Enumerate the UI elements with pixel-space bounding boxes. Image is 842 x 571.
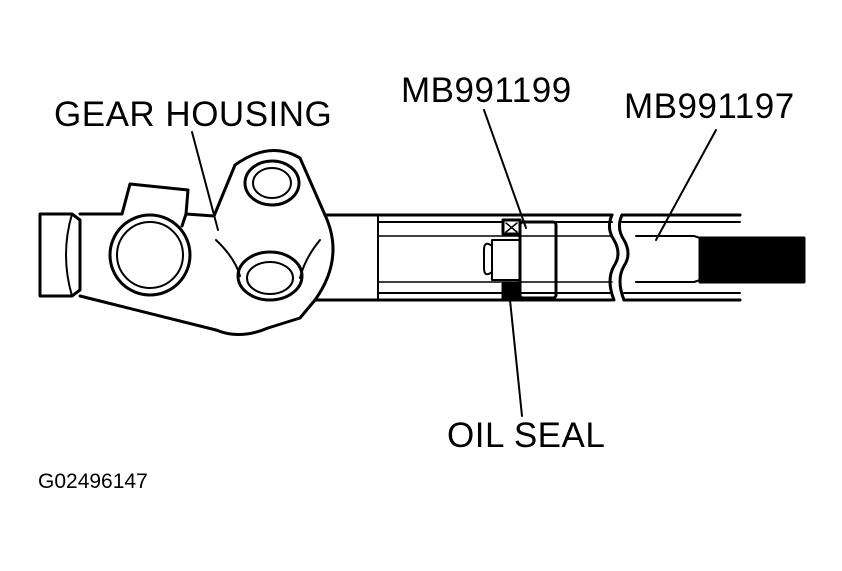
gear-housing-label: GEAR HOUSING: [54, 95, 333, 134]
oil-seal-label: OIL SEAL: [447, 416, 606, 455]
break-lines: [607, 213, 630, 302]
mb991199-label: MB991199: [401, 71, 572, 110]
figure-id: G02496147: [38, 470, 148, 493]
leader-lines: [191, 109, 717, 417]
gear-housing-body: [78, 182, 218, 332]
rack-tube: [313, 213, 614, 302]
oil-seal-installer: [483, 218, 558, 300]
mb991197-label: MB991197: [624, 87, 795, 126]
pinion-boss: [108, 213, 192, 297]
mounting-flange: [212, 148, 327, 336]
housing-left-end: [38, 212, 82, 298]
tool-tube-right: [620, 213, 806, 302]
